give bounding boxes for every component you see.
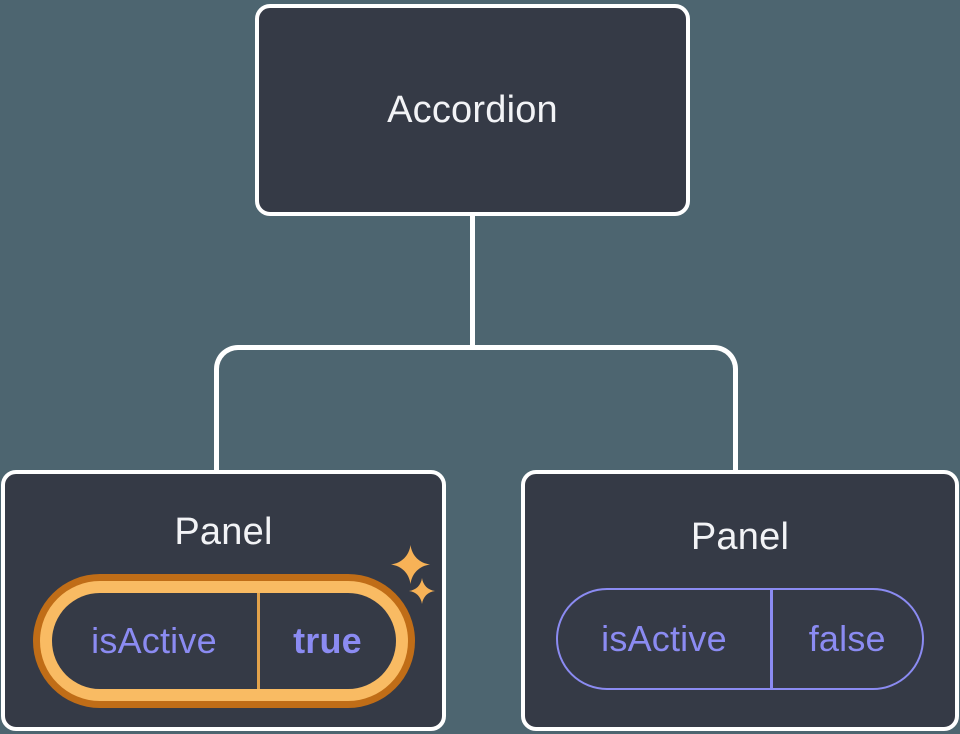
state-pill-active-inner-ring: isActive true xyxy=(39,581,408,701)
node-panel-inactive: Panel isActive false xyxy=(521,470,959,731)
node-accordion-label: Accordion xyxy=(387,89,558,131)
node-panel-inactive-label: Panel xyxy=(690,516,790,558)
state-key-cell: isActive xyxy=(52,593,257,689)
connector-bracket xyxy=(214,345,738,470)
state-value-label: true xyxy=(293,620,362,661)
sparkle-icon xyxy=(391,545,430,584)
state-key-cell: isActive xyxy=(558,590,770,688)
pill-divider xyxy=(770,590,773,688)
state-pill-inactive: isActive false xyxy=(556,588,924,690)
state-key-label: isActive xyxy=(91,620,217,661)
state-value-cell: false xyxy=(773,590,923,688)
pill-divider xyxy=(256,593,260,689)
state-value-cell: true xyxy=(260,593,396,689)
node-accordion: Accordion xyxy=(255,4,690,216)
state-value-label: false xyxy=(808,618,886,659)
node-panel-active: Panel isActive true xyxy=(1,470,446,731)
connector-stem xyxy=(470,212,475,347)
state-pill-active-highlight-ring: isActive true xyxy=(32,574,415,708)
node-panel-active-label: Panel xyxy=(174,511,273,553)
state-key-label: isActive xyxy=(601,618,727,659)
state-pill-active: isActive true xyxy=(51,593,396,689)
sparkle-icon xyxy=(409,578,435,604)
